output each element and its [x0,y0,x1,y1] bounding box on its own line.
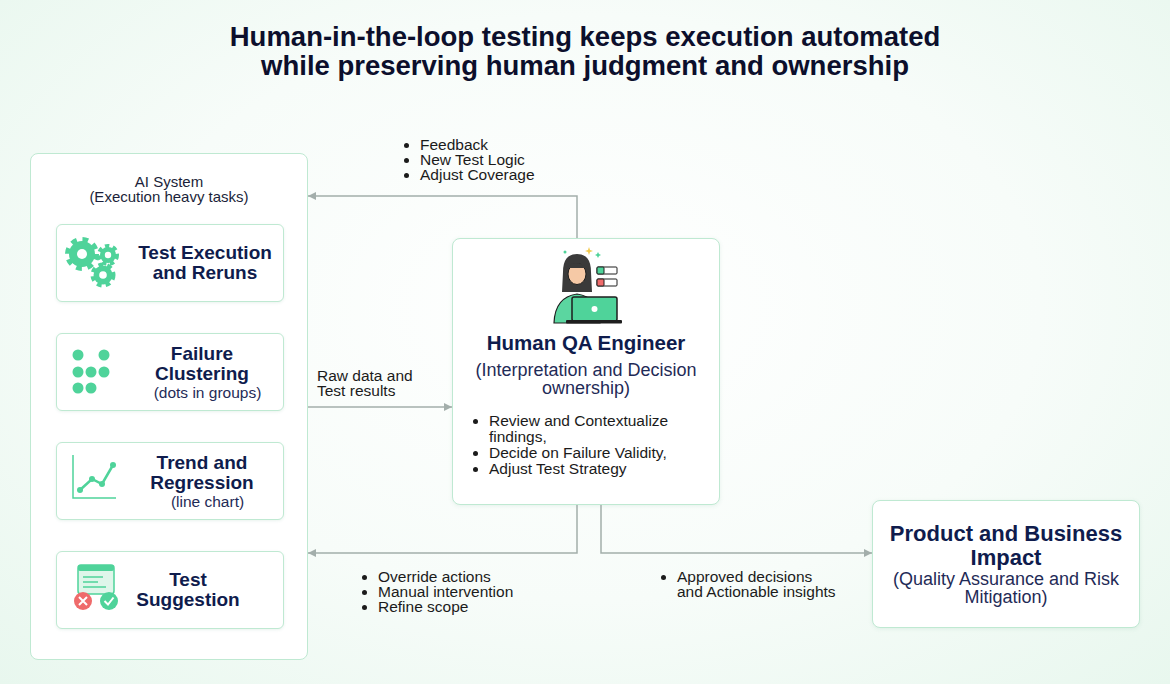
bullet-note: Feedback [420,137,488,152]
node-text: (Quality Assurance and Risk Mitigation) [886,570,1126,606]
flow-arrow [601,505,872,553]
connector-group [308,196,872,553]
task-box: Test Suggestion [56,551,284,629]
edge-label: Raw data and Test results [317,368,427,398]
engineer-box: Human QA Engineer (Interpretation and Dec… [452,238,720,505]
node-heading: Trend and Regression [132,453,272,493]
edge-label: Approved decisions and Actionable insigh… [677,569,839,599]
node-text: (line chart) [132,493,283,510]
task-box: Test Execution and Reruns [56,224,284,302]
node-heading: AI System [31,174,307,189]
system-container: AI System(Execution heavy tasks) Test Exe… [30,153,308,660]
node-text: Decide on Failure Validity, [489,445,689,461]
bullet-note: Refine scope [378,599,468,614]
bullet-note: Manual intervention [378,584,513,599]
diagram-title: Human-in-the-loop testing keeps executio… [200,22,970,80]
node-heading: Human QA Engineer [453,331,719,355]
node-text: (dots in groups) [132,384,283,401]
node-heading: Test Execution and Reruns [132,243,278,283]
impact-box: Product and Business Impact(Quality Assu… [872,500,1140,628]
bullet-note: New Test Logic [420,152,525,167]
task-box: Failure Clustering(dots in groups) [56,333,284,411]
flow-arrow [308,406,452,408]
task-box: Trend and Regression(line chart) [56,442,284,520]
node-text: (Execution heavy tasks) [31,189,307,204]
node-text: Adjust Test Strategy [489,461,689,477]
node-text: (Interpretation and Decision ownership) [469,361,704,397]
flow-arrow [308,505,577,553]
bullet-note: Adjust Coverage [420,167,535,182]
node-heading: Product and Business Impact [884,522,1129,570]
node-heading: Failure Clustering [132,344,272,384]
node-text: Review and Contextualize findings, [489,413,689,445]
node-heading: Test Suggestion [132,570,244,610]
flow-arrow [308,196,577,238]
bullet-note: Override actions [378,569,491,584]
